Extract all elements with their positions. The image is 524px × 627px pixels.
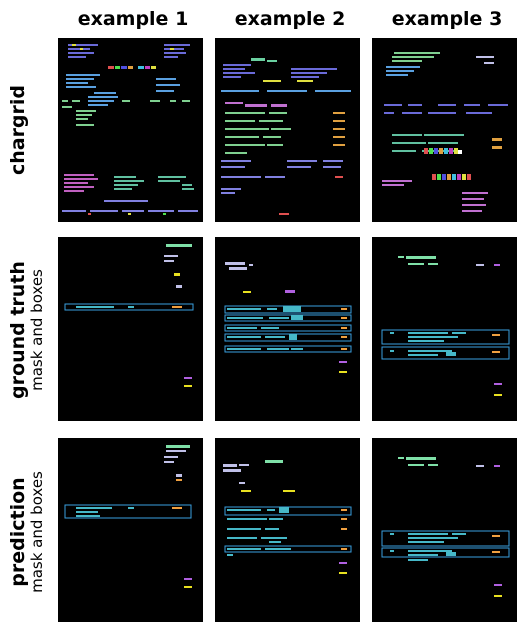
prediction-panel-example-1 [58, 438, 203, 622]
ground-truth-panel-example-3 [372, 237, 517, 421]
row-label-prediction: prediction mask and boxes [7, 432, 46, 627]
column-header-example-1: example 1 [77, 8, 189, 30]
row-label-ground-truth-subtitle: mask and boxes [28, 269, 46, 391]
column-header-example-2: example 2 [234, 8, 346, 30]
row-label-ground-truth: ground truth mask and boxes [7, 230, 46, 430]
prediction-image-example-2 [223, 460, 352, 574]
prediction-image-example-1 [64, 445, 192, 588]
column-header-example-3: example 3 [391, 8, 503, 30]
row-label-ground-truth-title: ground truth [7, 261, 29, 399]
row-label-prediction-title: prediction [7, 477, 29, 587]
chargrid-panel-example-1 [58, 38, 203, 222]
ground-truth-image-example-3 [381, 256, 510, 396]
ground-truth-image-example-2 [224, 262, 352, 373]
prediction-image-example-3 [381, 457, 510, 597]
chargrid-image-example-2 [221, 58, 351, 215]
chargrid-panel-example-2 [215, 38, 360, 222]
ground-truth-panel-example-2 [215, 237, 360, 421]
chargrid-image-example-1 [62, 44, 198, 215]
chargrid-panel-example-3 [372, 38, 517, 222]
row-label-prediction-subtitle: mask and boxes [28, 471, 46, 593]
prediction-panel-example-2 [215, 438, 360, 622]
chargrid-image-example-3 [382, 52, 508, 212]
prediction-panel-example-3 [372, 438, 517, 622]
row-label-chargrid: chargrid [7, 30, 29, 230]
row-label-chargrid-title: chargrid [7, 84, 29, 176]
ground-truth-image-example-1 [64, 244, 194, 387]
ground-truth-panel-example-1 [58, 237, 203, 421]
